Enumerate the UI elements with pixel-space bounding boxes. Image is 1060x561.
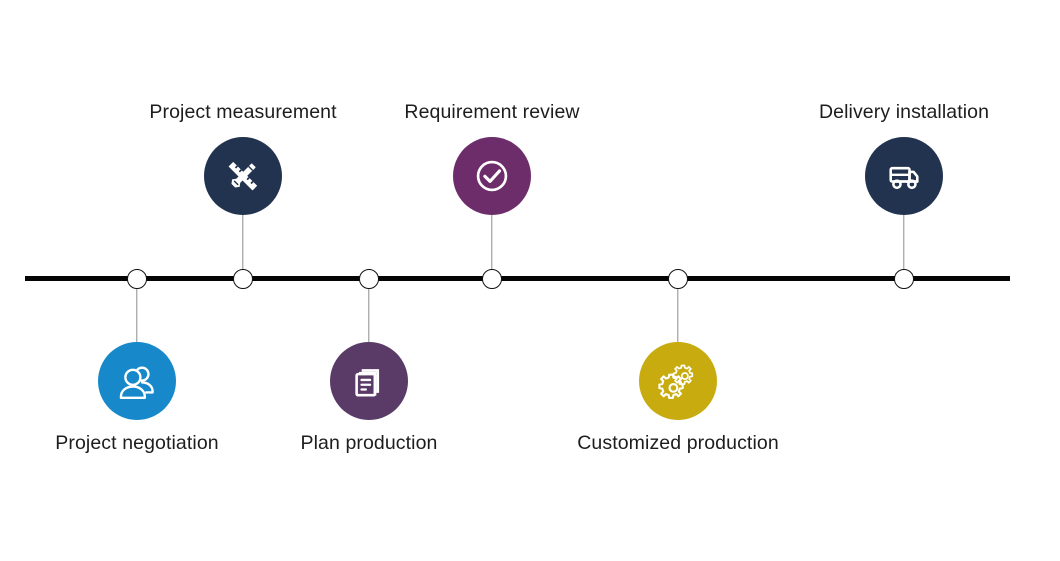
axis-node-requirement-review[interactable] bbox=[482, 269, 502, 289]
connector-stem-delivery-installation bbox=[903, 215, 905, 269]
step-label-project-negotiation: Project negotiation bbox=[55, 432, 219, 454]
step-label-requirement-review: Requirement review bbox=[404, 101, 580, 123]
step-label-project-measurement: Project measurement bbox=[149, 101, 337, 123]
axis-node-project-negotiation[interactable] bbox=[127, 269, 147, 289]
documents-icon bbox=[347, 359, 391, 403]
connector-stem-project-negotiation bbox=[136, 289, 138, 342]
step-label-plan-production: Plan production bbox=[300, 432, 438, 454]
connector-stem-plan-production bbox=[368, 289, 370, 342]
step-icon-project-negotiation[interactable] bbox=[98, 342, 176, 420]
pencil-ruler-icon bbox=[221, 154, 265, 198]
step-icon-requirement-review[interactable] bbox=[453, 137, 531, 215]
axis-node-plan-production[interactable] bbox=[359, 269, 379, 289]
step-label-customized-production: Customized production bbox=[577, 432, 779, 454]
connector-stem-project-measurement bbox=[242, 215, 244, 269]
axis-node-project-measurement[interactable] bbox=[233, 269, 253, 289]
axis-node-delivery-installation[interactable] bbox=[894, 269, 914, 289]
gears-icon bbox=[656, 359, 700, 403]
step-icon-customized-production[interactable] bbox=[639, 342, 717, 420]
people-icon bbox=[115, 359, 159, 403]
delivery-truck-icon bbox=[882, 154, 926, 198]
connector-stem-customized-production bbox=[677, 289, 679, 342]
timeline-axis bbox=[25, 276, 1010, 281]
step-icon-delivery-installation[interactable] bbox=[865, 137, 943, 215]
connector-stem-requirement-review bbox=[491, 215, 493, 269]
step-icon-plan-production[interactable] bbox=[330, 342, 408, 420]
axis-node-customized-production[interactable] bbox=[668, 269, 688, 289]
step-icon-project-measurement[interactable] bbox=[204, 137, 282, 215]
step-label-delivery-installation: Delivery installation bbox=[818, 101, 990, 123]
check-circle-icon bbox=[470, 154, 514, 198]
